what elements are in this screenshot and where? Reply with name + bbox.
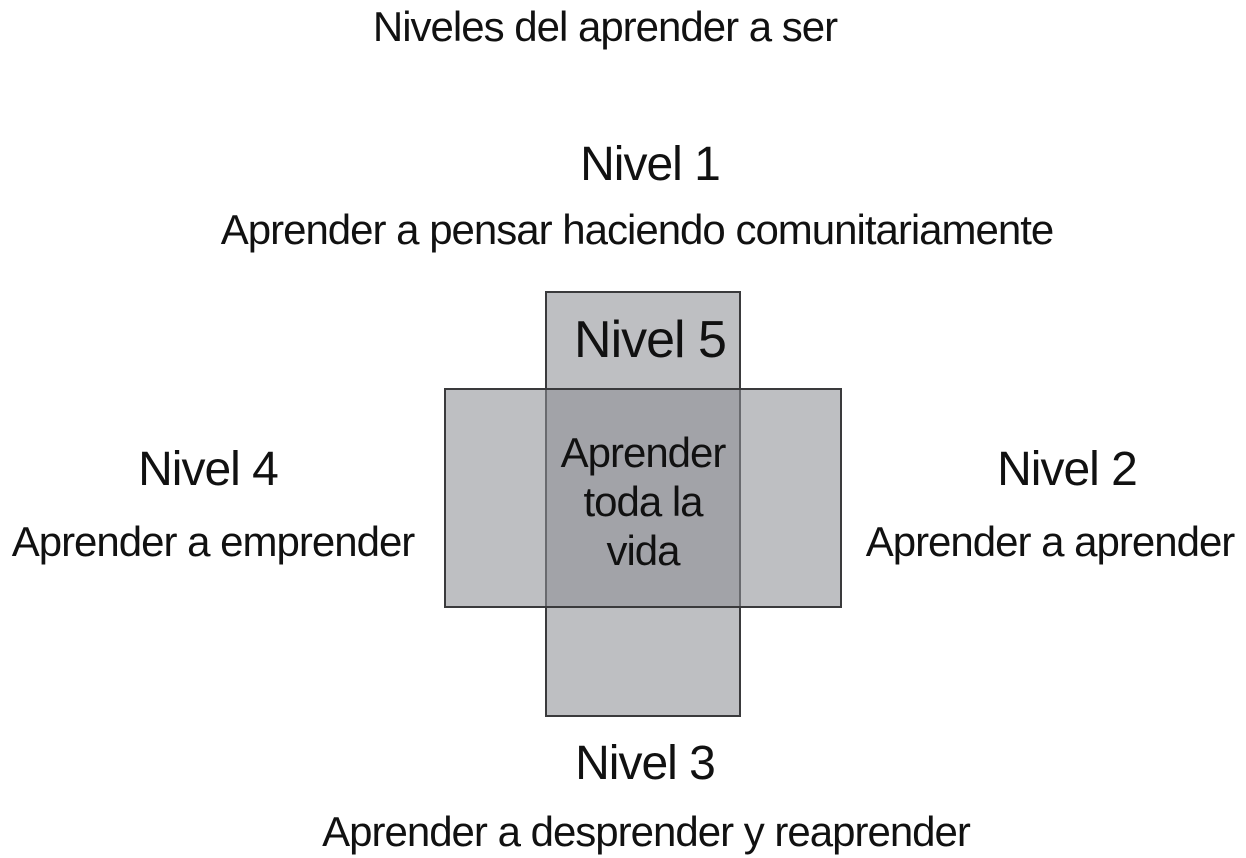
level-5-label: Nivel 5 <box>574 311 727 369</box>
level-1-description: Aprender a pensar haciendo comunitariame… <box>220 206 1055 253</box>
level-2-description: Aprender a aprender <box>865 518 1236 565</box>
level-3-label: Nivel 3 <box>575 737 716 790</box>
level-5-description: Aprender toda la vida <box>560 428 727 575</box>
level-1-label: Nivel 1 <box>580 138 721 191</box>
center-text-line-2: toda la <box>583 478 703 525</box>
level-2-label: Nivel 2 <box>997 443 1138 496</box>
level-4-description: Aprender a emprender <box>11 518 416 565</box>
center-text-line-1: Aprender <box>560 429 727 476</box>
center-text-line-3: vida <box>606 527 680 574</box>
horizontal-rectangle <box>444 388 842 608</box>
level-4-label: Nivel 4 <box>138 443 279 496</box>
level-3-description: Aprender a desprender y reaprender <box>322 808 971 855</box>
diagram-title: Niveles del aprender a ser <box>372 3 838 50</box>
